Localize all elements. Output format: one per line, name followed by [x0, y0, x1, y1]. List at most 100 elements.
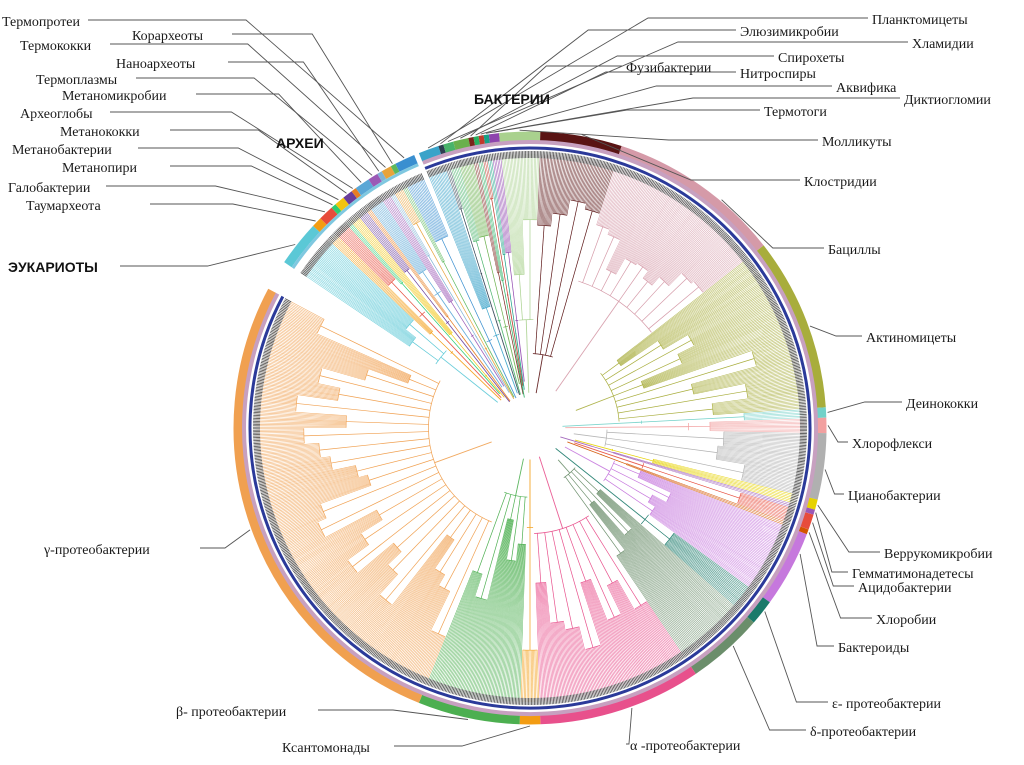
clade-ring-batsilly — [618, 146, 764, 251]
clade-label-akvifika: Аквифика — [836, 81, 897, 96]
leader-nanoarheoty — [228, 61, 380, 172]
clade-ring-taumarheota — [313, 218, 327, 232]
clade-label-arheoglobi: Археоглобы — [20, 107, 93, 122]
clade-label-batsilly: Бациллы — [828, 243, 881, 258]
leader-gemmatimonadetes — [815, 512, 848, 573]
clade-label-termoplazmy: Термоплазмы — [36, 73, 118, 88]
clade-label-fuzibakterii: Фузибактерии — [626, 61, 712, 76]
clade-rings — [233, 131, 827, 725]
clade-ring-mollikuty — [499, 131, 541, 143]
clade-ring-gamma — [233, 288, 423, 703]
leader-taumarheota — [150, 203, 316, 222]
leader-galobakterii — [106, 185, 326, 213]
leader-bakteroidy — [799, 553, 834, 647]
clade-ring-hlorobii — [798, 526, 809, 535]
clade-label-mollikuty: Молликуты — [822, 135, 892, 150]
clade-label-gemmatimonadetes: Гемматимонадетесы — [852, 567, 974, 582]
clade-ring-deinokokki — [816, 407, 827, 418]
clade-ring-galobakterii — [320, 207, 338, 225]
clade-label-termotogi: Термотоги — [764, 105, 827, 120]
leader-mollikuty — [519, 129, 818, 141]
clade-label-planktomicety: Планктомицеты — [872, 13, 968, 28]
clade-ring-termokokki — [381, 166, 396, 180]
leader-hloroflexi — [827, 425, 848, 443]
leader-alfa — [626, 707, 633, 745]
clade-ring-metanobakterii — [335, 197, 350, 212]
leader-nitrospiry — [475, 71, 736, 136]
clade-label-termokokki: Термококки — [20, 39, 92, 54]
clade-ring-termoprotei — [395, 155, 418, 172]
archaea-mid-ring — [291, 163, 419, 269]
eukaryotes-domain-label: ЭУКАРИОТЫ — [8, 259, 98, 275]
clade-label-delta: δ-протеобактерии — [810, 725, 917, 740]
clade-ring-metanokokki — [343, 191, 358, 205]
clade-ring-metanomikrobii — [355, 179, 374, 196]
leader-hlamidii — [447, 41, 908, 142]
clade-label-beta: β- протеобактерии — [176, 705, 287, 720]
leader-termoplazmy — [136, 77, 373, 176]
clade-label-aktinomicety: Актиномицеты — [866, 331, 957, 346]
clade-ring-bakteroidy — [762, 530, 807, 603]
clade-label-hlorobii: Хлоробии — [876, 613, 937, 628]
clade-ring-verrukomikrobii — [806, 497, 818, 510]
clade-label-spirohety: Спирохеты — [778, 51, 845, 66]
clade-label-verrukomikrobii: Веррукомикробии — [884, 547, 993, 562]
bacteria-mid-ring — [242, 139, 819, 716]
clade-ring-spirohety — [453, 137, 471, 151]
leader-epsilon — [764, 611, 828, 703]
leader-termokokki — [110, 43, 386, 168]
leader-acidobakterii — [812, 522, 854, 587]
leader-klostridii — [581, 134, 800, 181]
clade-label-deinokokki: Деинококки — [906, 397, 979, 412]
clade-ring-eukarioty — [284, 225, 320, 268]
archaea-domain-label: АРХЕИ — [276, 135, 324, 151]
clade-ring-arheoglobi — [351, 188, 362, 199]
clade-label-hlamidii: Хламидии — [912, 37, 974, 52]
clade-ring-metanopiri — [331, 204, 342, 215]
clade-ring-alfa — [540, 666, 696, 725]
clade-label-acidobakterii: Ацидобактерии — [858, 581, 952, 596]
leader-fuzibakterii — [470, 65, 622, 137]
leader-akvifika — [480, 85, 832, 135]
leader-verrukomikrobii — [817, 504, 880, 553]
clade-ring-nitrospiry — [473, 135, 481, 146]
clade-label-nitrospiry: Нитроспиры — [740, 67, 816, 82]
clade-label-gamma: γ-протеобактерии — [43, 543, 150, 558]
clade-ring-termotogi — [488, 133, 500, 144]
clade-label-metanokokki: Метанококки — [60, 125, 140, 140]
clade-ring-fuzibakterii — [468, 136, 476, 147]
clade-label-galobakterii: Галобактерии — [8, 181, 91, 196]
leader-metanomikrobii — [196, 93, 362, 183]
clade-ring-planktomicety — [418, 146, 442, 162]
leader-cianobakterii — [824, 469, 844, 495]
bacteria-domain-label: БАКТЕРИИ — [474, 91, 550, 107]
leader-spirohety — [460, 55, 774, 139]
clade-label-diktioglomii: Диктиогломии — [904, 93, 991, 108]
clade-label-metanomikrobii: Метаномикробии — [62, 89, 167, 104]
clade-ring-acidobakterii — [800, 512, 814, 530]
clade-label-cianobakterii: Цианобактерии — [848, 489, 941, 504]
clade-label-bakteroidy: Бактероиды — [838, 641, 910, 656]
clade-ring-hlamidii — [443, 141, 456, 154]
clade-ring-korarheoty — [390, 163, 400, 175]
leader-gamma — [200, 529, 251, 549]
clade-label-alfa: α -протеобактерии — [630, 739, 741, 754]
clade-ring-epsilon — [746, 596, 770, 623]
leader-hlorobii — [808, 532, 872, 619]
leader-delta — [732, 645, 806, 731]
leader-beta — [318, 709, 469, 720]
leader-korarheoty — [232, 33, 393, 164]
clade-ring-termoplazmy — [368, 173, 382, 187]
clade-label-elyuzimikrobii: Элюзимикробии — [740, 25, 839, 40]
clade-label-termoprotei: Термопротеи — [2, 15, 81, 30]
clade-ring-akvifika — [478, 135, 485, 145]
leader-deinokokki — [827, 401, 902, 413]
clade-label-epsilon: ε- протеобактерии — [832, 697, 941, 712]
leader-aktinomicety — [809, 325, 862, 337]
leader-metanopiri — [170, 165, 333, 206]
leader-ksantomonady — [394, 725, 531, 747]
bacteria-inner-ring — [248, 146, 812, 710]
clade-label-korarheoty: Корархеоты — [132, 29, 204, 44]
leader-termoprotei — [88, 19, 405, 159]
